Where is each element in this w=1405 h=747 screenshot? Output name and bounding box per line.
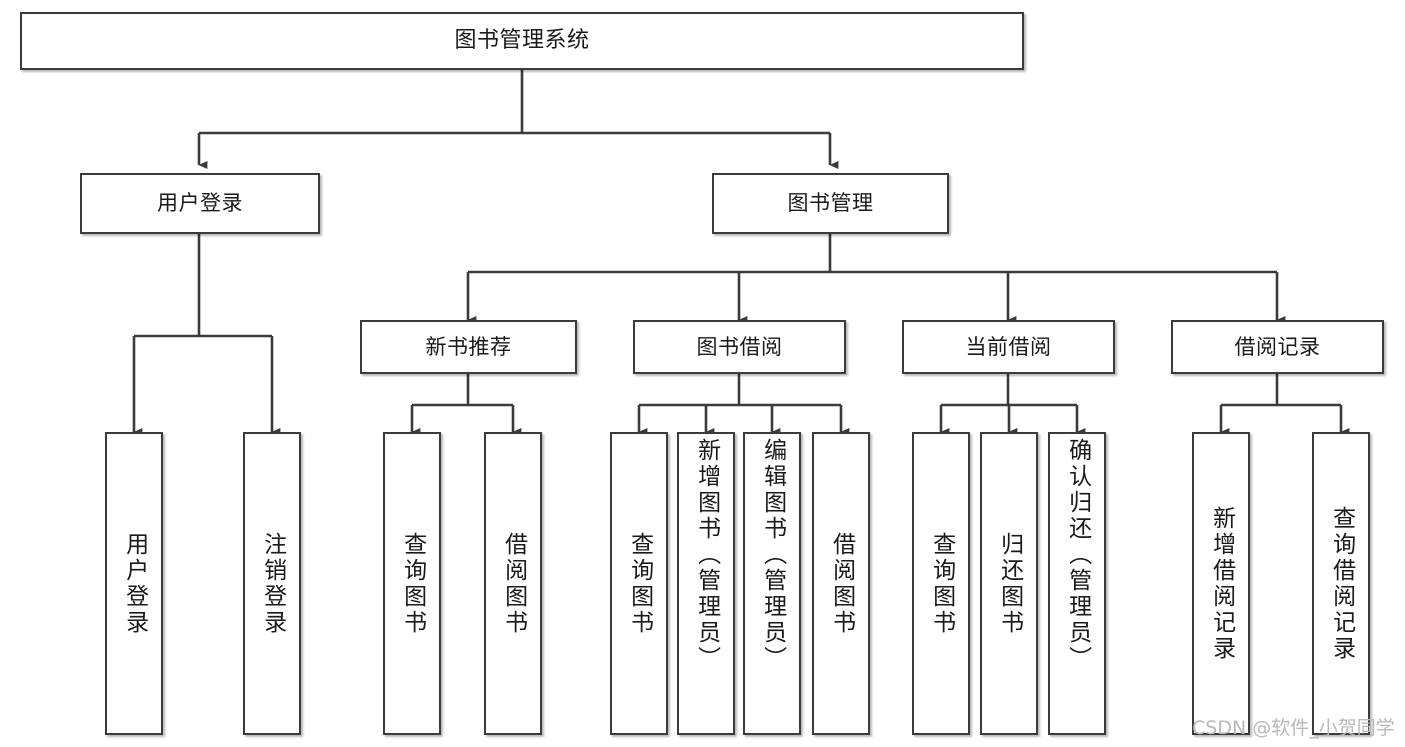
node-leaf-user-login-label: 用户登录 xyxy=(121,531,148,636)
node-new-book-recommend-label: 新书推荐 xyxy=(425,334,512,359)
node-leaf-return-book[interactable]: 归还图书 xyxy=(980,432,1038,735)
node-leaf-edit-book-label: 编辑图书（管理员） xyxy=(759,438,786,672)
node-leaf-borrow-book-1-label: 借阅图书 xyxy=(500,531,527,636)
node-root-label: 图书管理系统 xyxy=(454,28,590,54)
node-leaf-logout-label: 注销登录 xyxy=(259,531,286,636)
node-current-borrow[interactable]: 当前借阅 xyxy=(902,320,1115,374)
csdn-watermark: CSDN @软件_小贺同学 xyxy=(1192,717,1395,739)
node-book-management[interactable]: 图书管理 xyxy=(712,173,949,234)
node-leaf-add-record-label: 新增借阅记录 xyxy=(1208,505,1235,662)
node-root[interactable]: 图书管理系统 xyxy=(20,12,1024,70)
node-new-book-recommend[interactable]: 新书推荐 xyxy=(360,320,577,374)
node-leaf-query-book-2[interactable]: 查询图书 xyxy=(610,432,668,735)
node-leaf-borrow-book-1[interactable]: 借阅图书 xyxy=(484,432,542,735)
node-leaf-user-login[interactable]: 用户登录 xyxy=(105,432,163,735)
node-user-login[interactable]: 用户登录 xyxy=(80,173,320,234)
node-leaf-borrow-book-2-label: 借阅图书 xyxy=(828,531,855,636)
node-leaf-query-book-1[interactable]: 查询图书 xyxy=(383,432,441,735)
node-book-borrow-label: 图书借阅 xyxy=(696,334,783,359)
node-book-management-label: 图书管理 xyxy=(787,191,874,216)
node-borrow-record[interactable]: 借阅记录 xyxy=(1171,320,1384,374)
node-user-login-label: 用户登录 xyxy=(157,191,243,216)
node-leaf-query-book-3-label: 查询图书 xyxy=(928,531,955,636)
node-leaf-add-record[interactable]: 新增借阅记录 xyxy=(1192,432,1250,735)
node-leaf-edit-book[interactable]: 编辑图书（管理员） xyxy=(743,432,801,735)
node-book-borrow[interactable]: 图书借阅 xyxy=(633,320,846,374)
node-leaf-query-book-1-label: 查询图书 xyxy=(399,531,426,636)
node-borrow-record-label: 借阅记录 xyxy=(1234,334,1321,359)
node-leaf-query-record[interactable]: 查询借阅记录 xyxy=(1312,432,1370,735)
node-leaf-logout[interactable]: 注销登录 xyxy=(243,432,301,735)
node-leaf-query-book-2-label: 查询图书 xyxy=(626,531,653,636)
node-leaf-return-book-label: 归还图书 xyxy=(996,531,1023,636)
node-leaf-query-book-3[interactable]: 查询图书 xyxy=(912,432,970,735)
node-current-borrow-label: 当前借阅 xyxy=(965,334,1052,359)
node-leaf-confirm-return[interactable]: 确认归还（管理员） xyxy=(1048,432,1106,735)
node-leaf-query-record-label: 查询借阅记录 xyxy=(1328,505,1355,662)
node-leaf-confirm-return-label: 确认归还（管理员） xyxy=(1064,438,1091,672)
node-leaf-borrow-book-2[interactable]: 借阅图书 xyxy=(812,432,870,735)
node-leaf-add-book-label: 新增图书（管理员） xyxy=(693,438,720,672)
node-leaf-add-book[interactable]: 新增图书（管理员） xyxy=(677,432,735,735)
